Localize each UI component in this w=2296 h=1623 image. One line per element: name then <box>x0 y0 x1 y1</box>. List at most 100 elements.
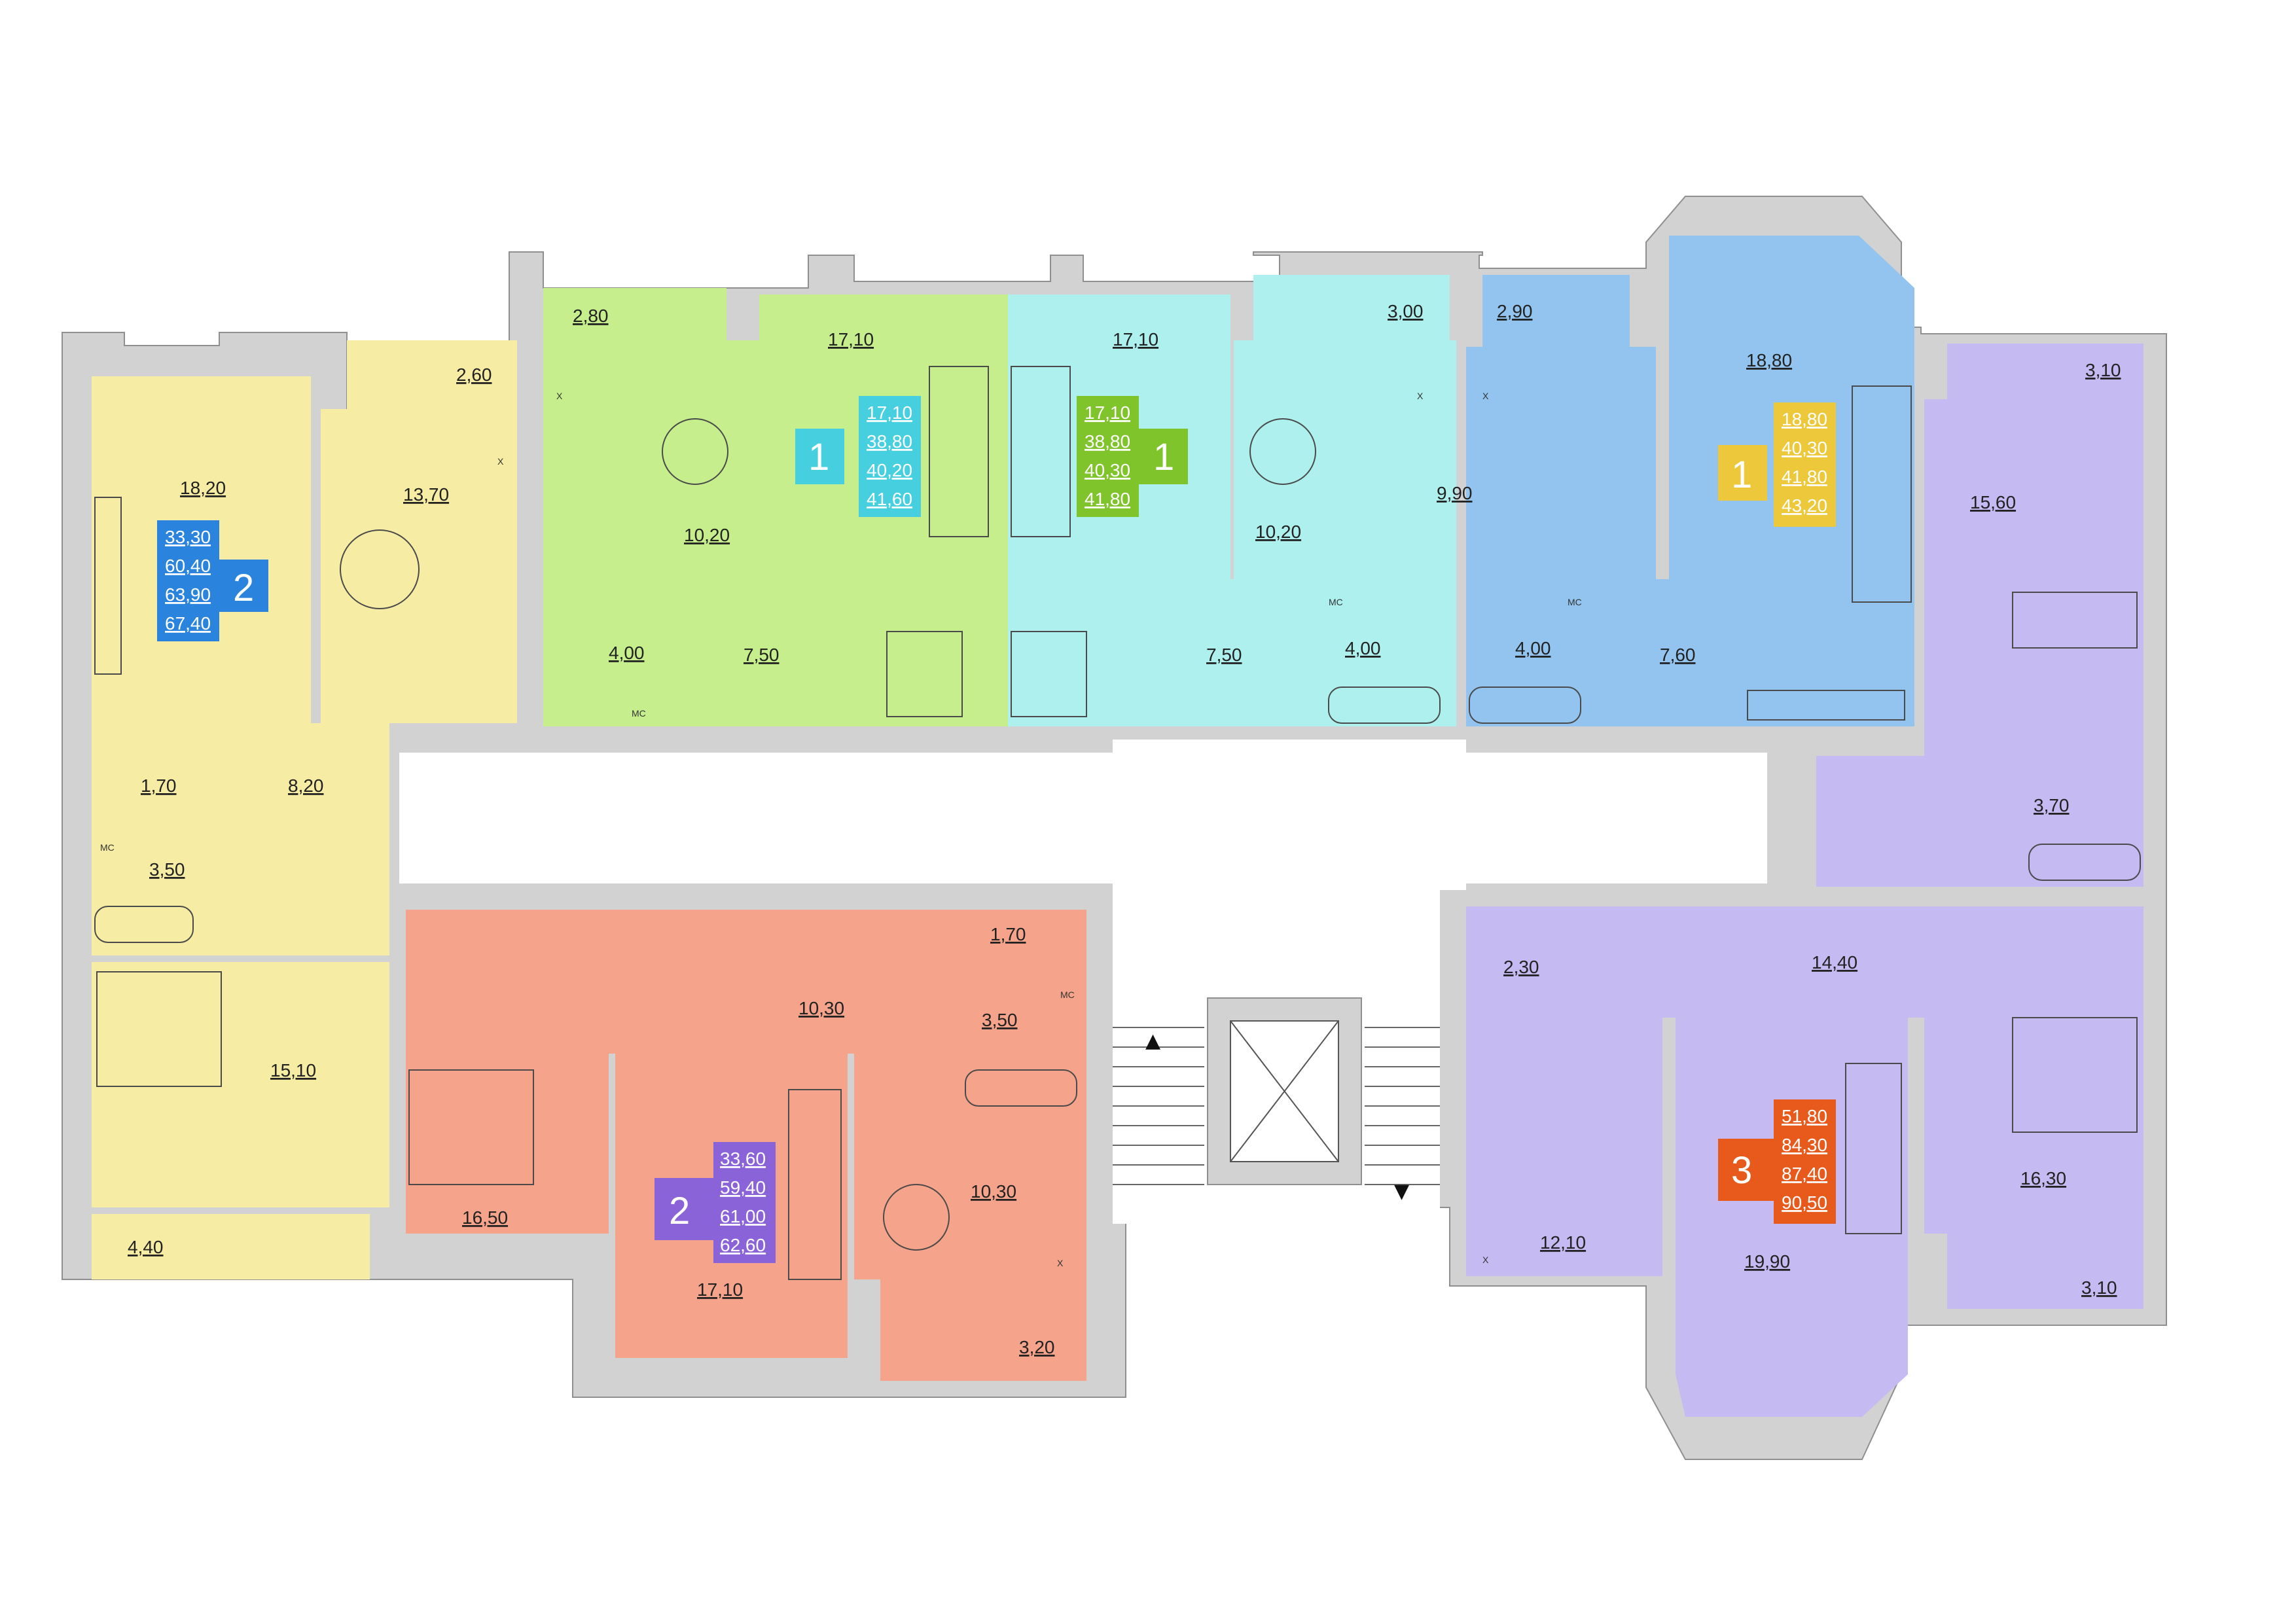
room-area: 15,60 <box>1970 492 2016 512</box>
stair-arrow-up: ▲ <box>1145 1029 1160 1052</box>
svg-text:2: 2 <box>669 1190 690 1232</box>
apt-1-cyan-fill <box>1008 275 1456 726</box>
svg-text:18,80: 18,80 <box>1782 409 1827 429</box>
svg-text:41,80: 41,80 <box>1782 467 1827 487</box>
svg-text:61,00: 61,00 <box>720 1206 766 1226</box>
room-area: 2,90 <box>1497 301 1533 321</box>
room-area: 3,10 <box>2081 1277 2117 1298</box>
stairwell: ▲ ▼ <box>1113 997 1440 1203</box>
room-area: 18,80 <box>1746 350 1792 370</box>
apt-3-right-fill <box>1466 344 2144 1417</box>
room-area: 7,50 <box>1206 645 1242 665</box>
svg-text:40,30: 40,30 <box>1782 438 1827 458</box>
room-area: 12,10 <box>1540 1232 1586 1253</box>
svg-text:3: 3 <box>1731 1149 1752 1192</box>
svg-text:1: 1 <box>1153 436 1174 478</box>
apt-1-cyan-badge: 17,10 38,80 40,30 41,80 1 <box>1077 396 1188 517</box>
room-area: 2,60 <box>456 365 492 385</box>
room-area: 7,60 <box>1660 645 1696 665</box>
room-area: 1,70 <box>990 924 1026 944</box>
svg-text:63,90: 63,90 <box>165 584 211 605</box>
svg-text:43,20: 43,20 <box>1782 495 1827 516</box>
mc-label: МС <box>1568 597 1582 607</box>
x-label: X <box>1482 391 1489 401</box>
room-area: 10,20 <box>684 525 730 545</box>
room-area: 13,70 <box>403 484 449 505</box>
room-area: 3,50 <box>982 1010 1018 1030</box>
svg-text:41,80: 41,80 <box>1085 489 1130 509</box>
room-area: 15,10 <box>270 1060 316 1080</box>
apt-1-blue-badge: 1 18,80 40,30 41,80 43,20 <box>1718 402 1836 527</box>
svg-text:40,30: 40,30 <box>1085 460 1130 480</box>
room-area: 1,70 <box>141 776 177 796</box>
svg-text:17,10: 17,10 <box>1085 402 1130 423</box>
room-area: 3,70 <box>2034 795 2070 815</box>
svg-text:38,80: 38,80 <box>1085 431 1130 452</box>
balcony-4-40 <box>92 1214 370 1279</box>
room-area: 19,90 <box>1744 1251 1790 1272</box>
svg-text:90,50: 90,50 <box>1782 1192 1827 1213</box>
hall-8-20 <box>92 723 389 955</box>
room-area: 14,40 <box>1812 952 1857 972</box>
mc-label: МС <box>1060 990 1075 1000</box>
room-area: 3,10 <box>2085 360 2121 380</box>
svg-text:59,40: 59,40 <box>720 1177 766 1198</box>
svg-text:1: 1 <box>808 436 829 478</box>
x-label: X <box>1057 1258 1064 1268</box>
mc-label: МС <box>100 842 115 853</box>
room-area: 2,30 <box>1503 957 1539 977</box>
room-area: 3,20 <box>1019 1337 1055 1357</box>
svg-text:62,60: 62,60 <box>720 1235 766 1255</box>
apt-1-green-badge: 1 17,10 38,80 40,20 41,60 <box>795 396 921 517</box>
x-label: X <box>1417 391 1424 401</box>
svg-text:84,30: 84,30 <box>1782 1135 1827 1155</box>
apt-2-bottom-badge: 2 33,60 59,40 61,00 62,60 <box>655 1142 776 1263</box>
svg-text:40,20: 40,20 <box>867 460 912 480</box>
room-area: 16,50 <box>462 1207 508 1228</box>
apt-3-right-badge: 3 51,80 84,30 87,40 90,50 <box>1718 1099 1836 1224</box>
room-area: 2,80 <box>573 306 609 326</box>
room-area: 7,50 <box>744 645 780 665</box>
room-labels: 2,80 17,10 17,10 3,00 2,90 18,80 2,60 3,… <box>128 301 2121 1357</box>
svg-text:17,10: 17,10 <box>867 402 912 423</box>
room-area: 8,20 <box>288 776 324 796</box>
room-area: 4,00 <box>1515 638 1551 658</box>
svg-text:2: 2 <box>233 567 254 609</box>
svg-text:87,40: 87,40 <box>1782 1164 1827 1184</box>
apt-2-left-badge: 33,30 60,40 63,90 67,40 2 <box>157 520 268 641</box>
svg-text:60,40: 60,40 <box>165 556 211 576</box>
room-area: 17,10 <box>828 329 874 349</box>
room-area: 10,30 <box>798 998 844 1018</box>
svg-text:33,60: 33,60 <box>720 1149 766 1169</box>
stair-arrow-down: ▼ <box>1394 1180 1409 1203</box>
x-label: X <box>1482 1255 1489 1265</box>
room-area: 10,20 <box>1255 522 1301 542</box>
apt-2-left-fill <box>92 340 517 1279</box>
room-area: 4,00 <box>609 643 645 663</box>
room-area: 4,40 <box>128 1237 164 1257</box>
apartment-fills <box>92 236 2144 1417</box>
room-area: 9,90 <box>1437 483 1473 503</box>
small-labels: МС МС МС МС МС X X X X X X <box>100 391 1582 1268</box>
svg-text:67,40: 67,40 <box>165 613 211 633</box>
room-area: 17,10 <box>1113 329 1158 349</box>
room-area: 3,50 <box>149 859 185 880</box>
svg-text:33,30: 33,30 <box>165 527 211 547</box>
x-label: X <box>497 456 504 467</box>
mc-label: МС <box>1329 597 1343 607</box>
balcony-2-60 <box>347 340 517 409</box>
mc-label: МС <box>632 708 646 719</box>
room-area: 18,20 <box>180 478 226 498</box>
svg-text:1: 1 <box>1731 454 1752 496</box>
svg-text:51,80: 51,80 <box>1782 1106 1827 1126</box>
apt-2-bottom-fill <box>406 910 1086 1381</box>
room-area: 3,00 <box>1388 301 1424 321</box>
x-label: X <box>556 391 563 401</box>
svg-text:41,60: 41,60 <box>867 489 912 509</box>
room-area: 10,30 <box>971 1181 1016 1202</box>
svg-text:38,80: 38,80 <box>867 431 912 452</box>
room-15-10 <box>92 962 389 1207</box>
room-area: 4,00 <box>1345 638 1381 658</box>
room-area: 17,10 <box>697 1279 743 1300</box>
